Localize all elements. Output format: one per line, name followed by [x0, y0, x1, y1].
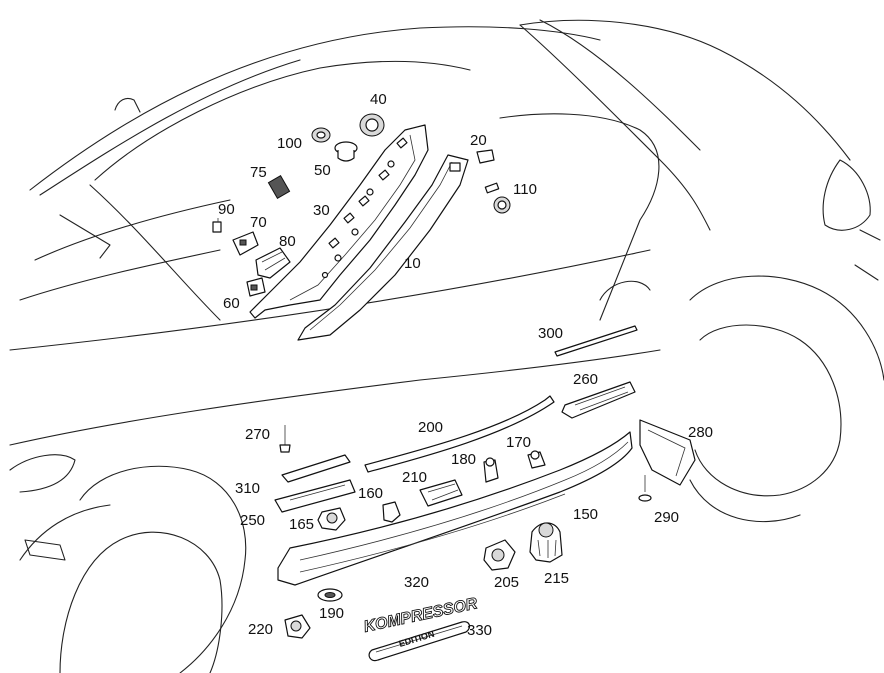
part-330-edition-badge: EDITION — [368, 621, 471, 662]
label-250: 250 — [240, 512, 266, 529]
label-150: 150 — [573, 506, 599, 523]
label-270: 270 — [245, 426, 271, 443]
label-180: 180 — [451, 451, 477, 468]
part-70-bracket — [232, 231, 259, 256]
part-40-clip — [359, 113, 385, 137]
part-190-washer — [317, 588, 343, 602]
label-215: 215 — [544, 570, 570, 587]
label-320: 320 — [404, 574, 430, 591]
part-75-clip — [267, 175, 291, 199]
part-280-mudflap — [639, 419, 696, 486]
part-250-bracket — [274, 479, 356, 513]
label-300: 300 — [538, 325, 564, 342]
part-100-grommet — [311, 127, 331, 143]
part-30-pillar-trim-inner — [249, 124, 429, 319]
label-280: 280 — [688, 424, 714, 441]
part-50-cap — [334, 141, 358, 162]
label-80: 80 — [279, 233, 296, 250]
car-body-outline — [9, 19, 884, 673]
part-220-clip — [284, 614, 311, 639]
label-190: 190 — [319, 605, 345, 622]
label-110: 110 — [513, 181, 537, 198]
label-210: 210 — [402, 469, 428, 486]
part-165-clip — [317, 507, 346, 531]
label-50: 50 — [314, 162, 331, 179]
part-110-screw — [484, 182, 511, 214]
part-210-bracket — [419, 479, 463, 507]
part-200-strip — [364, 395, 555, 473]
part-80-bracket — [255, 247, 291, 279]
label-205: 205 — [494, 574, 520, 591]
part-160-clip — [382, 501, 401, 523]
part-60-clip — [246, 277, 266, 297]
label-290: 290 — [654, 509, 680, 526]
part-90-pin — [212, 218, 222, 233]
label-220: 220 — [248, 621, 274, 638]
label-90: 90 — [218, 201, 235, 218]
label-60: 60 — [223, 295, 240, 312]
part-205-clip — [483, 539, 516, 571]
part-180-clip — [483, 457, 499, 483]
label-170: 170 — [506, 434, 532, 451]
label-160: 160 — [358, 485, 384, 502]
label-100: 100 — [277, 135, 303, 152]
part-300-strip — [554, 325, 638, 357]
label-330: 330 — [467, 622, 493, 639]
part-290-screw — [638, 475, 652, 502]
label-260: 260 — [573, 371, 599, 388]
part-260-bracket — [561, 381, 636, 419]
label-200: 200 — [418, 419, 444, 436]
label-310: 310 — [235, 480, 261, 497]
part-215-clip — [529, 522, 563, 563]
part-310-strip — [281, 454, 351, 483]
label-10: 10 — [404, 255, 421, 272]
part-20-clip — [476, 149, 495, 164]
label-70: 70 — [250, 214, 267, 231]
part-10-pillar-cover — [297, 154, 469, 341]
label-40: 40 — [370, 91, 387, 108]
label-30: 30 — [313, 202, 330, 219]
label-20: 20 — [470, 132, 487, 149]
part-170-clip — [527, 450, 546, 469]
part-150-sill-panel — [277, 431, 633, 586]
label-75: 75 — [250, 164, 267, 181]
label-165: 165 — [289, 516, 315, 533]
part-270-pin — [279, 425, 291, 453]
